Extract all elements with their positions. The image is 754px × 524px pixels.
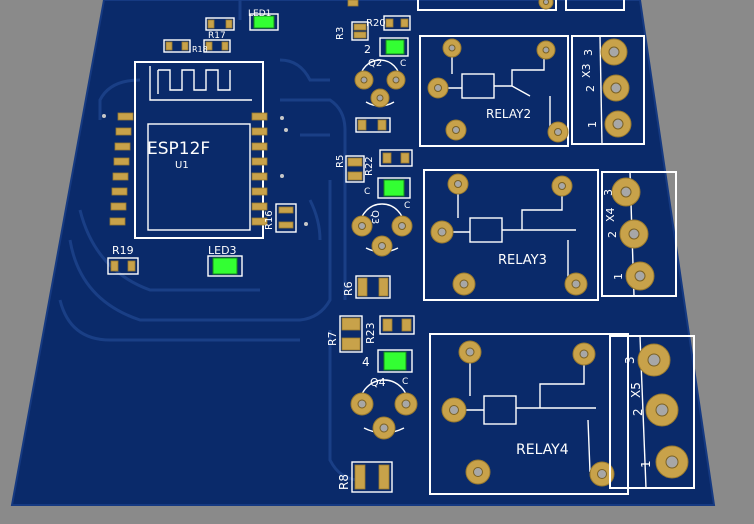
relay4: RELAY4 xyxy=(429,333,629,495)
q2-label: Q2 xyxy=(368,58,382,69)
relay1-partial xyxy=(417,0,625,11)
r18-label: R18 xyxy=(192,45,208,54)
x3-label: X3 xyxy=(580,63,593,78)
r19-group: R19 xyxy=(107,244,139,275)
esp-right-pads xyxy=(251,112,268,226)
r23-label: R23 xyxy=(364,322,377,344)
r17-r18-group: R17 R18 xyxy=(163,31,231,54)
x4-pin1: 1 xyxy=(612,273,625,280)
led3-group: LED3 xyxy=(207,244,243,277)
relay3-label: RELAY3 xyxy=(498,253,547,268)
connector-x5: X5 3 2 1 xyxy=(609,335,695,489)
connector-x4: X4 3 2 1 xyxy=(601,171,677,297)
esp-left-pads xyxy=(109,112,134,226)
esp-module-name: ESP12F xyxy=(147,139,210,159)
r22-label: R22 xyxy=(364,156,375,176)
led1-label: LED1 xyxy=(248,9,271,19)
relay2-label: RELAY2 xyxy=(486,107,531,121)
r20-label: R20 xyxy=(366,18,386,29)
q3-label: Q3 xyxy=(369,210,380,224)
r17-label: R17 xyxy=(208,31,226,41)
x5-pin1: 1 xyxy=(639,460,653,468)
x5-label: X5 xyxy=(629,382,643,398)
led3-label: LED3 xyxy=(208,244,237,257)
relay4-label: RELAY4 xyxy=(516,442,569,458)
esp-module-ref: U1 xyxy=(175,160,189,171)
q2-c-label: C xyxy=(400,59,406,69)
x4-pin3: 3 xyxy=(602,189,615,196)
vias xyxy=(102,114,308,226)
x3-pin3: 3 xyxy=(582,49,595,56)
r5-label: R5 xyxy=(335,155,346,168)
r7-label: R7 xyxy=(326,331,339,346)
q4-c-label: C xyxy=(402,377,408,387)
led1-group: LED1 xyxy=(205,9,279,31)
pcb-board xyxy=(10,0,716,506)
num-2-label: 2 xyxy=(364,43,371,56)
r19-label: R19 xyxy=(112,244,134,257)
relay2: RELAY2 xyxy=(419,35,569,147)
relay3: RELAY3 xyxy=(423,169,599,301)
connector-x3: X3 3 2 1 xyxy=(571,35,645,145)
x3-pin2: 2 xyxy=(584,85,597,92)
r16-group: R16 xyxy=(264,203,297,233)
q3-c-right: C xyxy=(404,201,410,211)
x4-label: X4 xyxy=(604,207,617,222)
esp12f-module: ESP12F U1 xyxy=(109,61,268,239)
q3-column: R5 R22 C Q3 C R6 xyxy=(335,149,413,299)
x3-pin1: 1 xyxy=(586,121,599,128)
r6-label: R6 xyxy=(342,281,355,296)
num-4-label: 4 xyxy=(362,355,370,369)
q4-column: R7 R23 4 Q4 C R8 xyxy=(326,315,418,493)
x5-pin2: 2 xyxy=(631,408,645,416)
r16-label: R16 xyxy=(264,210,275,230)
r3-label: R3 xyxy=(335,27,346,40)
q4-label: Q4 xyxy=(370,376,386,389)
q2-column: R3 R20 2 Q2 C xyxy=(335,0,411,133)
q3-c-left: C xyxy=(364,187,370,197)
x4-pin2: 2 xyxy=(606,231,619,238)
r8-label: R8 xyxy=(337,474,351,490)
x5-pin3: 3 xyxy=(623,356,637,364)
